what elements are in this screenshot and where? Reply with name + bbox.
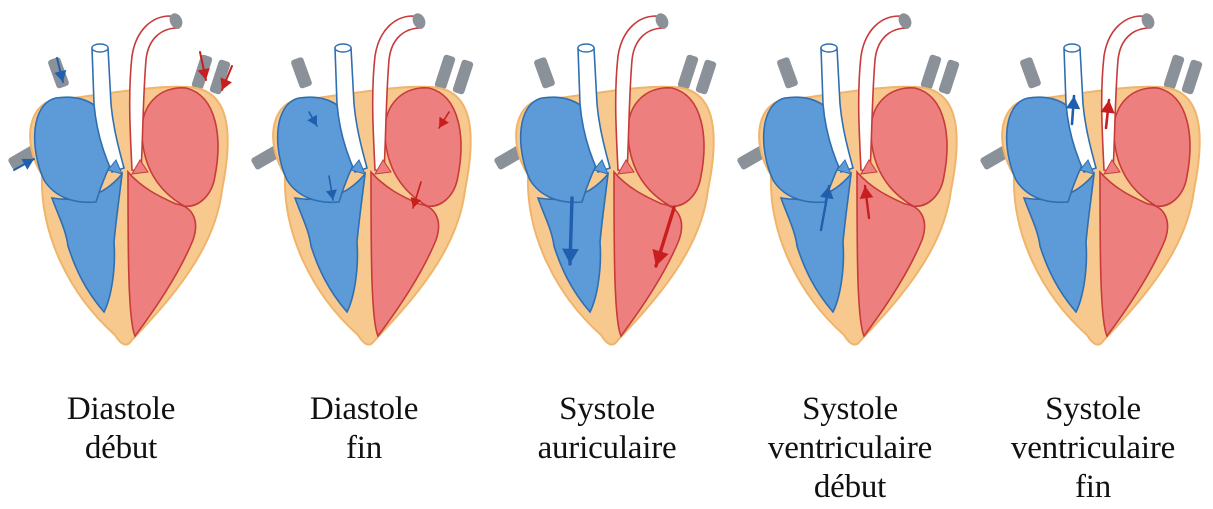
pulmonary-artery-opening [578, 44, 594, 52]
caption-line: ventriculaire [972, 429, 1213, 468]
pulmonary-vein-2 [695, 59, 717, 95]
caption-line: fin [243, 429, 485, 468]
pulmonary-artery-opening [92, 44, 108, 52]
caption-line: Systole [729, 390, 971, 429]
heart-diagram-systole-ventriculaire-fin [972, 0, 1213, 385]
phase-panel-diastole-fin: Diastolefin [243, 0, 485, 509]
superior-vena-cava [776, 57, 798, 90]
pulmonary-artery-opening [821, 44, 837, 52]
caption-line: ventriculaire [729, 429, 971, 468]
pulmonary-vein-1 [920, 54, 942, 90]
superior-vena-cava [533, 57, 555, 90]
caption-line: début [729, 468, 971, 507]
heart-illustration [736, 11, 960, 344]
pulmonary-vein-1 [1163, 54, 1185, 90]
caption-line: Systole [486, 390, 728, 429]
superior-vena-cava [290, 57, 312, 90]
heart-diagram-diastole-fin [243, 0, 485, 385]
caption-line: Diastole [243, 390, 485, 429]
caption-line: auriculaire [486, 429, 728, 468]
pulmonary-vein-2 [1181, 59, 1203, 95]
pulmonary-vein-1 [677, 54, 699, 90]
pulmonary-vein-2 [452, 59, 474, 95]
heart-diagram-diastole-debut [0, 0, 242, 385]
pulmonary-vein-2 [938, 59, 960, 95]
pulmonary-artery-opening [1064, 44, 1080, 52]
caption-line: Systole [972, 390, 1213, 429]
heart-illustration [250, 11, 474, 344]
heart-illustration [7, 11, 231, 344]
heart-diagram-systole-auriculaire [486, 0, 728, 385]
heart-illustration [979, 11, 1203, 344]
caption-line: fin [972, 468, 1213, 507]
pulmonary-artery-opening [335, 44, 351, 52]
caption-line: Diastole [0, 390, 242, 429]
pulmonary-vein-1 [434, 54, 456, 90]
heart-illustration [493, 11, 717, 344]
heart-diagram-systole-ventriculaire-debut [729, 0, 971, 385]
caption-line: début [0, 429, 242, 468]
superior-vena-cava [1019, 57, 1041, 90]
